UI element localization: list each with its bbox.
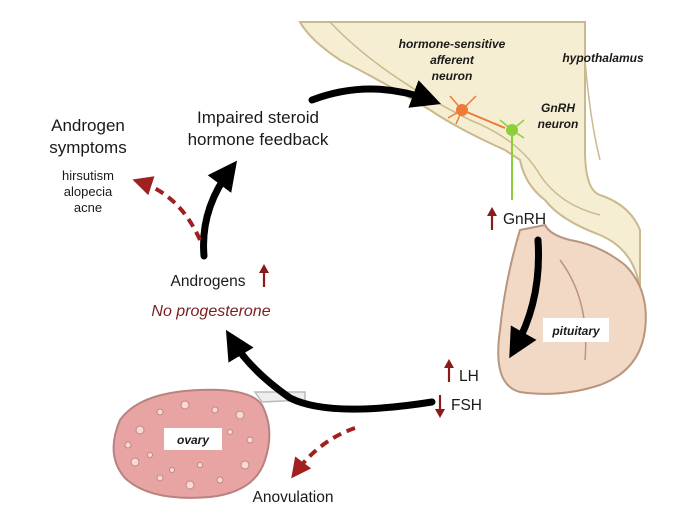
gnrh-neuron-icon [499,119,525,200]
no-progesterone-label: No progesterone [151,303,270,320]
impaired-feedback-label-line1: Impaired steroid [197,108,319,127]
symptom-hirsutism: hirsutism [62,168,114,183]
androgens-to-feedback-arrow [200,160,238,260]
androgens-up-arrow-icon [259,264,269,287]
afferent-neuron-label-line3: neuron [432,69,473,83]
afferent-neuron-icon [447,95,506,129]
ovary-illustration [112,388,306,499]
hypothalamus-tissue [298,21,641,291]
ovary-to-androgens-arrow [225,329,436,413]
pituitary-label: pituitary [551,324,601,338]
androgens-label: Androgens [171,273,246,290]
pituitary-label-bg [543,318,609,342]
symptom-alopecia: alopecia [64,184,113,199]
fsh-label: FSH [451,397,482,414]
hypothalamus-label: hypothalamus [562,51,644,65]
lh-up-arrow-icon [444,359,454,382]
symptom-acne: acne [74,200,102,215]
cycle-arrows [200,80,542,413]
dashed-arrows [132,176,356,479]
gnrh-neuron-label-line1: GnRH [541,101,575,115]
gnrh-up-arrow-icon [487,207,497,230]
lh-label: LH [459,368,479,385]
anovulation-arrow [291,426,356,479]
ovary-label: ovary [177,433,210,447]
ovary-label-bg [164,428,222,450]
androgen-symptoms-title-line2: symptoms [49,138,126,157]
androgen-symptoms-title-line1: Androgen [51,116,125,135]
feedback-to-hypothalamus-arrow [308,80,442,108]
afferent-neuron-label-line2: afferent [430,53,475,67]
gnrh-neuron-label-line2: neuron [538,117,579,131]
impaired-feedback-label-line2: hormone feedback [188,130,329,149]
fsh-down-arrow-icon [435,395,445,418]
androgen-symptoms-arrow [132,176,202,241]
gnrh-to-pituitary-arrow [509,236,542,359]
gnrh-label: GnRH [503,211,546,228]
indicator-arrows [259,207,497,418]
anovulation-label: Anovulation [252,489,333,506]
afferent-neuron-label-line1: hormone-sensitive [399,37,506,51]
